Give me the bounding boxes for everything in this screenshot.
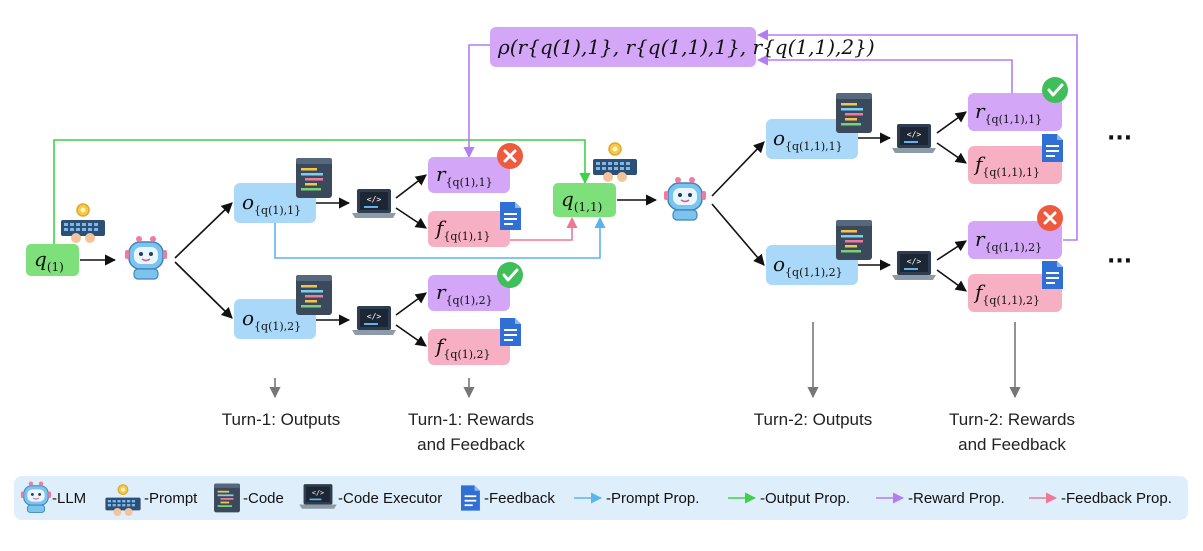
legend-code-icon (214, 483, 240, 513)
svg-text:o{q(1),2}: o{q(1),2} (242, 306, 301, 333)
initial-prompt-box: q(1) (26, 244, 79, 276)
llm-robot-icon (124, 235, 168, 280)
reward-prop-arrow-r112-to-rho (756, 29, 1078, 241)
caption-turn1-rewards-line1: Turn-1: Rewards (408, 410, 534, 429)
ellipsis-bottom: ··· (1107, 249, 1132, 274)
output-box-o11: o{q(1),1} (234, 183, 316, 223)
svg-text:r{q(1,1),2}: r{q(1,1),2} (975, 227, 1042, 254)
code-executor-laptop-icon (352, 306, 396, 335)
output-prop-arrow-q1-to-q11 (53, 139, 591, 245)
svg-text:r{q(1),1}: r{q(1),1} (436, 162, 493, 189)
caption-turn2-rewards-line2: and Feedback (958, 435, 1066, 454)
legend-label-prompt: -Prompt (144, 490, 198, 507)
svg-text:q(1,1): q(1,1) (561, 187, 602, 214)
feedback-prop-arrow-f11-to-q11 (510, 216, 578, 241)
feedback-document-icon (1042, 134, 1063, 162)
feedback-document-icon (500, 202, 521, 230)
feedback-document-icon (500, 318, 521, 346)
output-box-o111: o{q(1,1),1} (766, 119, 858, 159)
code-executor-laptop-icon (892, 124, 936, 153)
output-box-o112: o{q(1,1),2} (766, 245, 858, 285)
code-icon (296, 158, 332, 198)
arrow-llm-to-o12 (174, 261, 233, 319)
code-icon (836, 93, 872, 133)
output-box-o12: o{q(1),2} (234, 299, 316, 339)
legend-label-output-prop: -Output Prop. (760, 490, 850, 507)
prompt-keyboard-icon (592, 142, 638, 183)
svg-text:r{q(1,1),1}: r{q(1,1),1} (975, 99, 1042, 126)
reward-box-r12: r{q(1),2} (428, 275, 510, 311)
aggregate-reward-box: ρ(r{q(1),1}, r{q(1,1),1}, r{q(1,1),2}) (490, 27, 875, 67)
caption-turn1-outputs: Turn-1: Outputs (222, 410, 340, 429)
legend-code-executor-laptop-icon (299, 484, 337, 509)
legend-label-reward-prop: -Reward Prop. (908, 490, 1005, 507)
legend-label-llm: -LLM (52, 490, 86, 507)
prompt-keyboard-icon (60, 203, 106, 244)
feedback-box-f11: f{q(1),1} (428, 211, 510, 247)
reward-box-r11: r{q(1),1} (428, 157, 510, 193)
arrow-llm-to-o11 (174, 202, 233, 259)
legend-feedback-document-icon (461, 485, 480, 511)
svg-text:o{q(1,1),2}: o{q(1,1),2} (773, 252, 843, 279)
arrow-exec4-to-f112 (936, 269, 967, 292)
aggregate-reward-label: ρ(r{q(1),1}, r{q(1,1),1}, r{q(1,1),2}) (497, 35, 875, 59)
reward-prop-arrow-r111-to-rho (756, 54, 1013, 93)
arrow-exec4-to-r112 (936, 240, 967, 261)
svg-text:r{q(1),2}: r{q(1),2} (436, 280, 493, 307)
arrow-exec1-to-f11 (395, 207, 427, 229)
svg-text:o{q(1,1),1}: o{q(1,1),1} (773, 126, 843, 153)
reward-box-r112: r{q(1,1),2} (968, 221, 1062, 259)
legend-label-feedback: -Feedback (484, 490, 555, 507)
prompt-prop-arrow-o11-to-q11 (274, 216, 606, 259)
caption-turn2-rewards-line1: Turn-2: Rewards (949, 410, 1075, 429)
legend-label-prompt-prop: -Prompt Prop. (606, 490, 699, 507)
wrong-mark-icon (1035, 203, 1065, 233)
llm-robot-icon (663, 176, 707, 221)
wrong-mark-icon (495, 141, 525, 171)
reward-box-r111: r{q(1,1),1} (968, 93, 1062, 131)
svg-text:o{q(1),1}: o{q(1),1} (242, 190, 301, 217)
arrow-exec3-to-f111 (936, 142, 967, 164)
code-executor-laptop-icon (892, 251, 936, 280)
feedback-box-f12: f{q(1),2} (428, 329, 510, 365)
arrow-exec2-to-r12 (395, 292, 427, 316)
legend-label-feedback-prop: -Feedback Prop. (1061, 490, 1172, 507)
svg-text:f{q(1,1),2}: f{q(1,1),2} (973, 280, 1040, 307)
legend-label-code: -Code (243, 490, 284, 507)
correct-mark-icon (1040, 75, 1070, 105)
feedback-box-f111: f{q(1,1),1} (968, 146, 1062, 184)
arrow-llm2-to-o111 (711, 141, 765, 197)
legend-label-code-executor: -Code Executor (338, 490, 442, 507)
legend: -LLM -Prompt -Code -Code Executor -Feedb… (14, 476, 1188, 520)
code-executor-laptop-icon (352, 189, 396, 218)
arrow-llm2-to-o112 (711, 203, 765, 266)
reward-prop-arrow-rho-to-r11 (463, 44, 490, 159)
code-icon (836, 220, 872, 260)
arrow-exec2-to-f12 (395, 324, 427, 347)
arrow-exec3-to-r111 (936, 111, 967, 134)
refined-prompt-box: q(1,1) (553, 183, 616, 217)
svg-text:q(1): q(1) (34, 247, 64, 274)
feedback-box-f112: f{q(1,1),2} (968, 274, 1062, 312)
caption-turn2-outputs: Turn-2: Outputs (754, 410, 872, 429)
ellipsis-top: ··· (1107, 126, 1132, 151)
code-icon (296, 275, 332, 315)
caption-turn1-rewards-line2: and Feedback (417, 435, 525, 454)
arrow-exec1-to-r11 (395, 174, 427, 199)
correct-mark-icon (495, 260, 525, 290)
feedback-document-icon (1042, 261, 1063, 289)
